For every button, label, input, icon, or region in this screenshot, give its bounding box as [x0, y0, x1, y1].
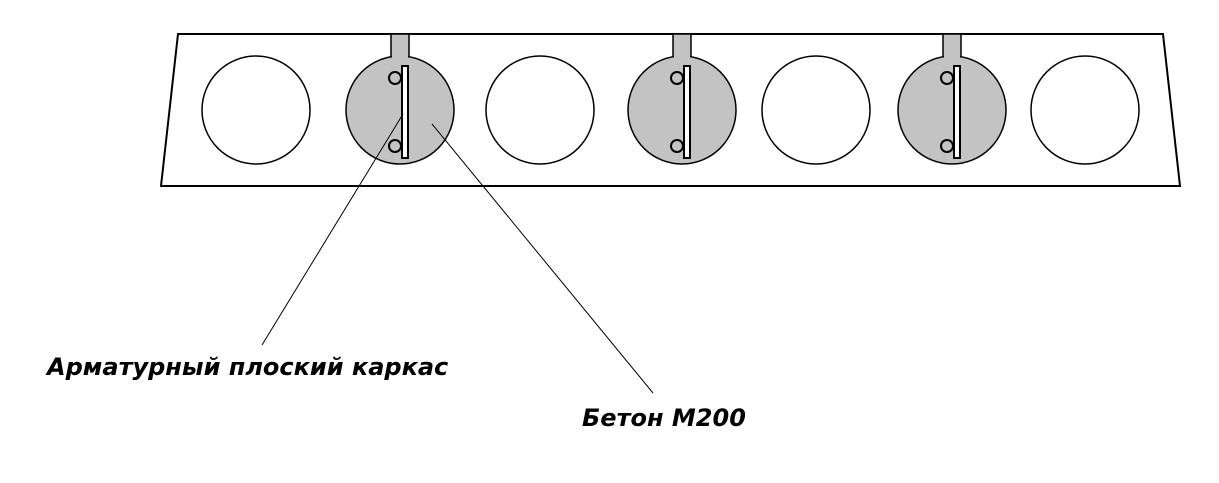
reinforcement-frame-bar — [401, 65, 409, 159]
hollow-core — [485, 55, 595, 165]
cores-group — [201, 33, 1140, 165]
hollow-core — [1030, 55, 1140, 165]
concrete-grade-label: Бетон М200 — [582, 404, 746, 432]
rebar-bottom — [940, 139, 954, 153]
reinforcement-frame-bar — [683, 65, 691, 159]
concrete-fill-seam — [392, 50, 408, 64]
rebar-bottom — [388, 139, 402, 153]
rebar-top — [940, 71, 954, 85]
reinforcement-frame-label: Арматурный плоский каркас — [47, 353, 449, 381]
hollow-core — [761, 55, 871, 165]
leader-line-concrete — [431, 123, 654, 394]
leader-line-frame — [261, 113, 404, 346]
concrete-fill-seam — [674, 50, 690, 64]
rebar-top — [388, 71, 402, 85]
reinforcement-frame-bar — [953, 65, 961, 159]
concrete-fill-seam — [944, 50, 960, 64]
rebar-bottom — [670, 139, 684, 153]
rebar-top — [670, 71, 684, 85]
hollow-core — [201, 55, 311, 165]
